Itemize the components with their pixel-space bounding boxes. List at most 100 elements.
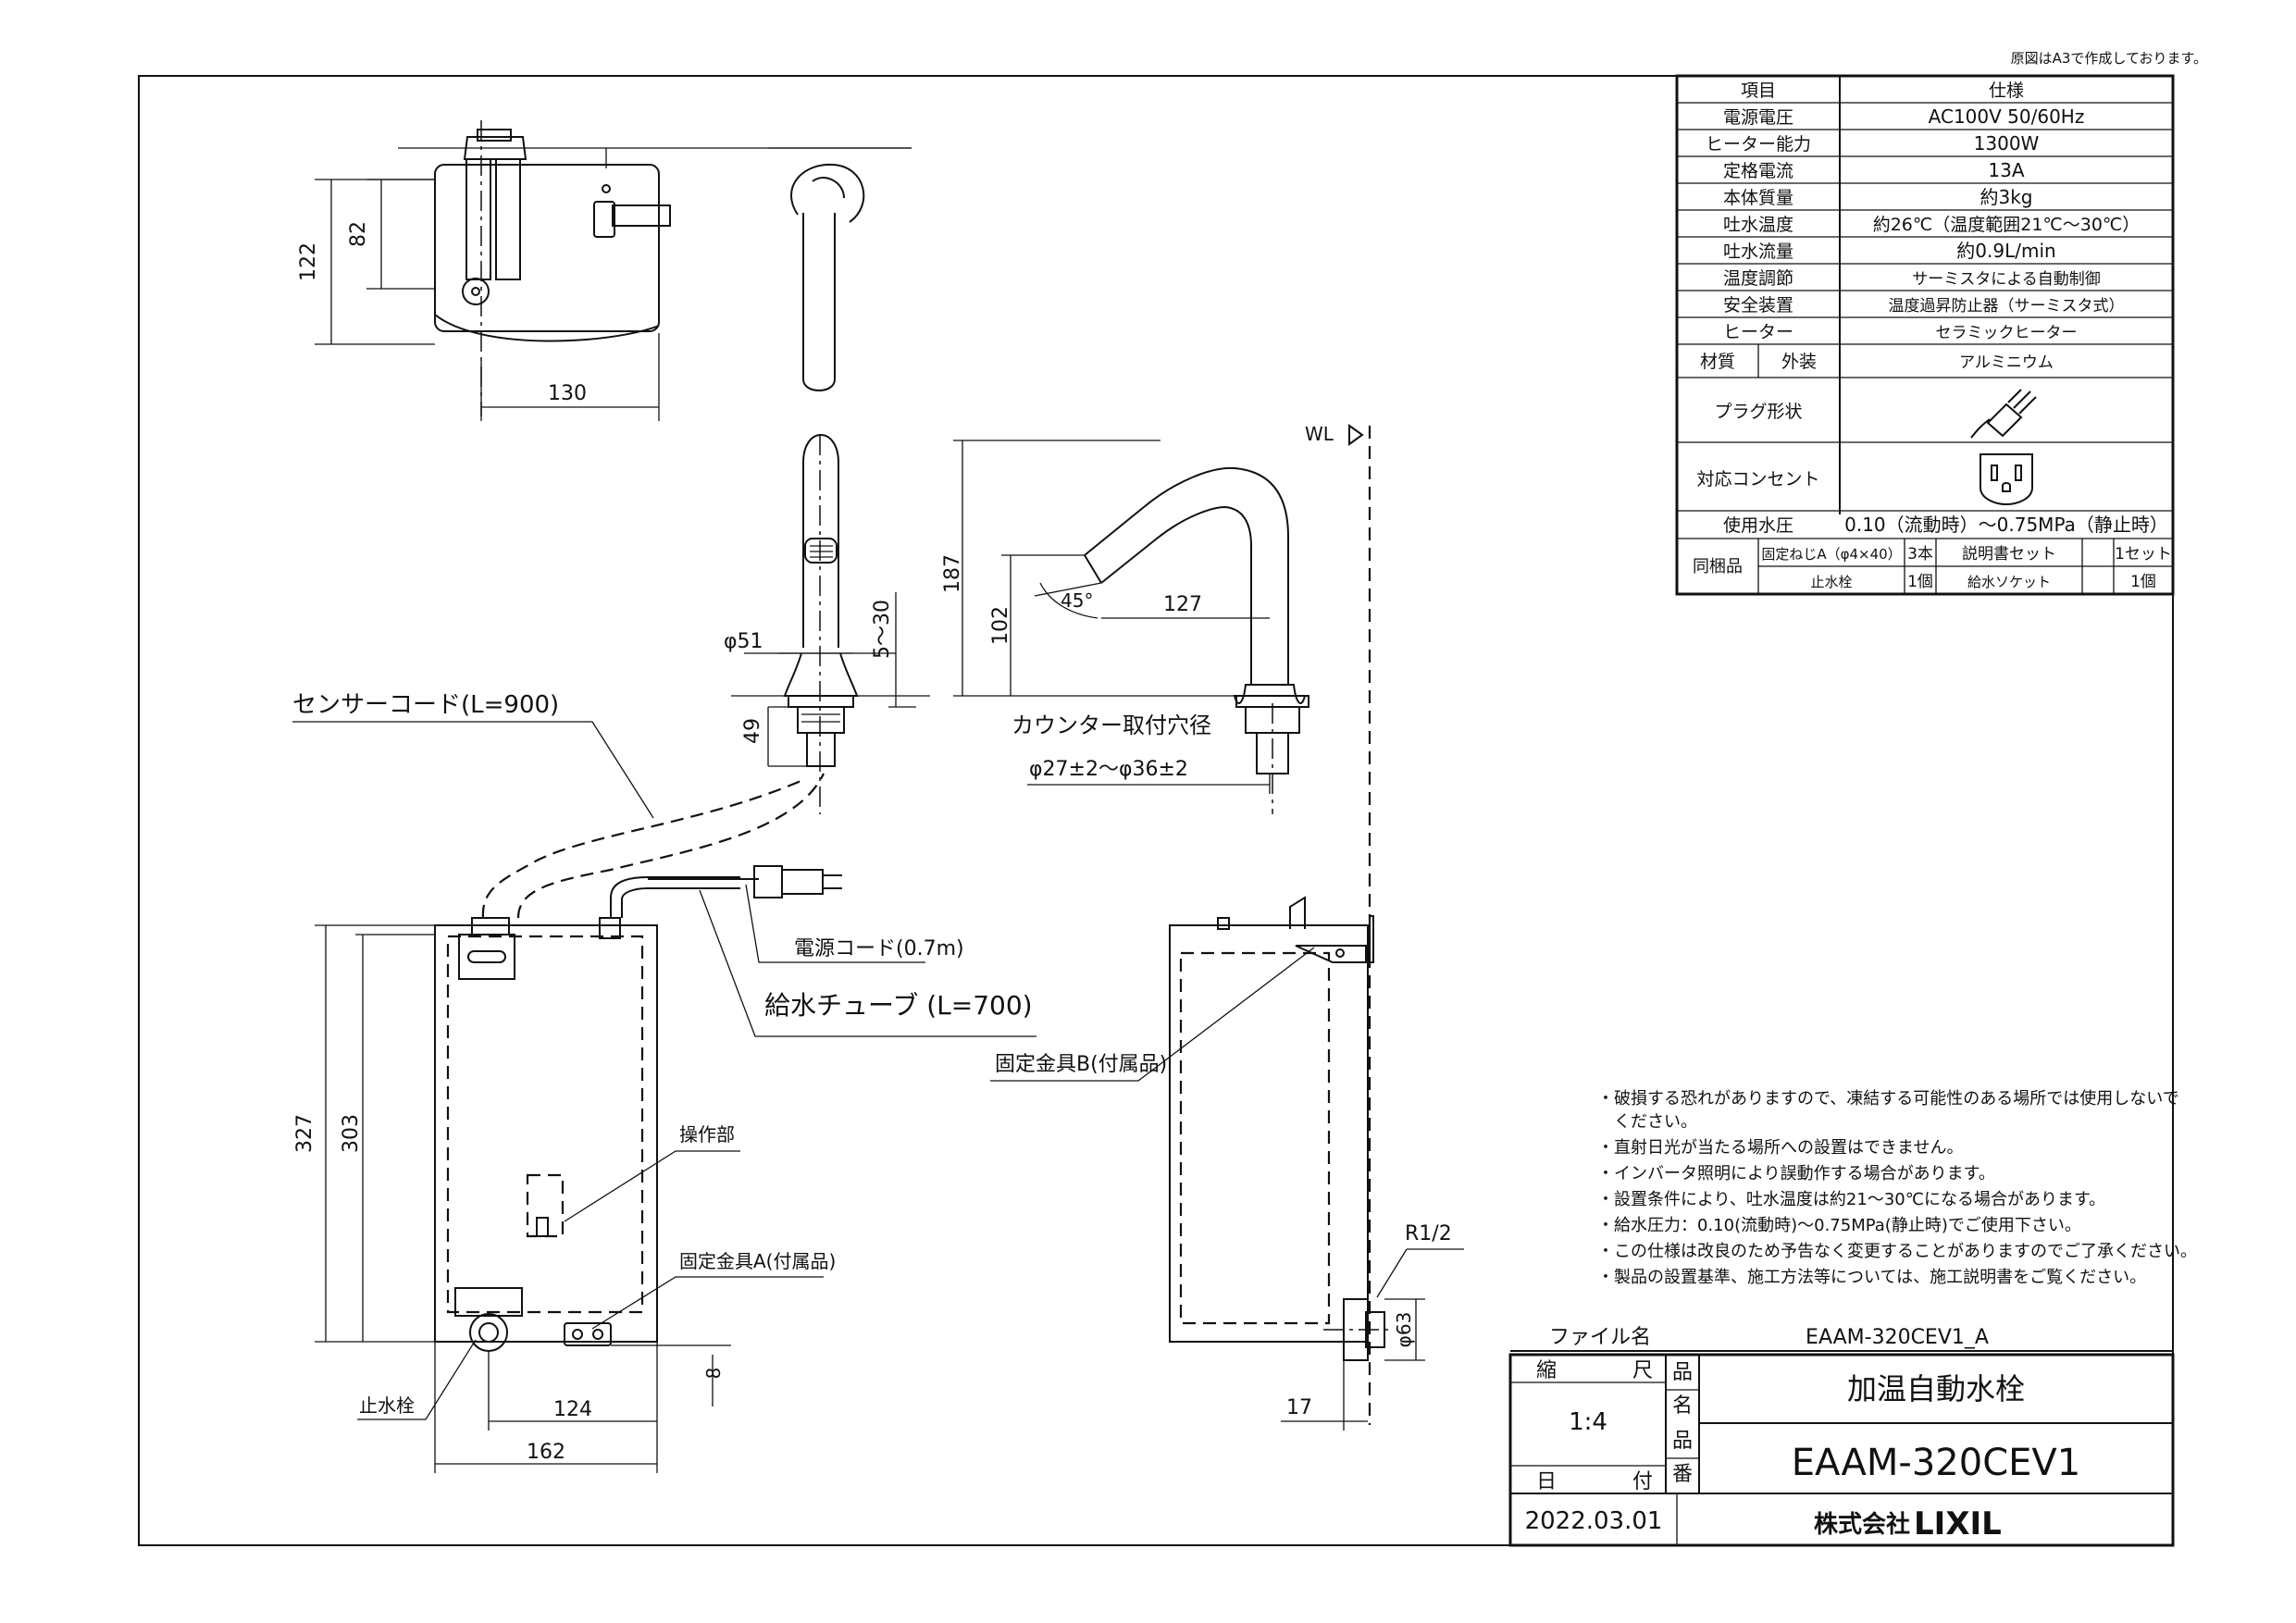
spec-outlet-label: 対応コンセント [1696,469,1819,489]
dim-49: 49 [741,718,764,744]
note-line: ・製品の設置基準、施工方法等については、施工説明書をご覧ください。 [1597,1268,2146,1287]
scale-label-2: 尺 [1632,1359,1653,1382]
brand-logo: LIXIL [1914,1505,2002,1542]
product-name: 加温自動水栓 [1847,1371,2025,1406]
spec-value: 約3kg [1980,186,2032,208]
spec-value: 約0.9L/min [1956,240,2055,262]
r12-label: R1/2 [1405,1222,1452,1245]
spec-label: 本体質量 [1723,188,1793,208]
date-label-1: 日 [1536,1470,1557,1493]
accessory-name: 説明書セット [1962,545,2056,564]
accessory-qty: 1個 [2130,573,2156,591]
hinban-1: 品 [1672,1430,1693,1453]
company-name: 株式会社 [1814,1510,1910,1539]
top-view: 122 82 130 [297,120,912,421]
date-value: 2022.03.01 [1525,1507,1663,1535]
spec-material-label: 材質 [1700,352,1735,372]
file-name: EAAM-320CEV1_A [1806,1326,1989,1349]
scale-value: 1:4 [1569,1408,1607,1436]
spec-label: 電源電圧 [1723,107,1793,128]
spec-label: 温度調節 [1723,268,1793,289]
spec-accessory-label: 同梱品 [1693,557,1743,576]
accessory-qty: 1セット [2115,545,2172,564]
product-code: EAAM-320CEV1 [1792,1442,2080,1484]
stop-valve-label: 止水栓 [359,1394,415,1417]
heater-unit-side: φ63 R1/2 17 [1169,896,1464,1431]
side-view: 187 102 127 45° WL カウンター取付穴径 φ27±2～φ36±2 [941,423,1371,1425]
title-block: ファイル名 EAAM-320CEV1_A 縮 尺 1:4 日 付 2022.03… [1508,1326,2175,1547]
dim-82: 82 [347,221,370,247]
hinmei-1: 品 [1672,1361,1693,1384]
bracket-b-label: 固定金具B(付属品) [995,1053,1167,1076]
wl-label: WL [1305,423,1334,445]
spec-label: ヒーター能力 [1706,134,1811,155]
note-line: ・給水圧力：0.10(流動時)～0.75MPa(静止時)でご使用下さい。 [1597,1216,2081,1235]
spec-pressure-label: 使用水圧 [1723,515,1793,536]
spec-table: 項目 仕様 電源電圧 AC100V 50/60Hz ヒーター能力 1300W 定… [1675,74,2175,596]
outlet-icon [1980,453,2033,506]
sensor-cord-label: センサーコード(L=900) [292,691,559,719]
accessory-name: 止水栓 [1810,574,1852,590]
spec-material-value: アルミニウム [1959,353,2054,372]
counter-hole-dim: φ27±2～φ36±2 [1029,758,1188,781]
notes: ・破損する恐れがありますので、凍結する可能性のある場所では使用しないで ください… [1597,1089,2197,1287]
plug-icon [1970,389,2037,439]
dim-63: φ63 [1393,1312,1415,1348]
spec-col-item: 項目 [1741,81,1776,101]
supply-tube-label: 給水チューブ (L=700) [764,990,1033,1021]
heater-unit-front: 327 303 124 162 8 [293,773,842,1473]
spec-value: 1300W [1974,132,2040,155]
spec-value: 約26℃（温度範囲21℃～30℃） [1873,215,2141,235]
dim-127: 127 [1163,593,1202,616]
spec-value: セラミックヒーター [1936,324,2078,342]
spec-label: 吐水流量 [1723,242,1793,262]
dim-327: 327 [293,1114,316,1153]
note-line: ・インバータ照明により誤動作する場合があります。 [1597,1164,1995,1183]
callouts: センサーコード(L=900) 電源コード(0.7m) 給水チューブ (L=700… [292,691,1315,1420]
spec-pressure-value: 0.10（流動時）～0.75MPa（静止時） [1844,514,2168,536]
date-label-2: 付 [1632,1470,1653,1493]
bracket-a-label: 固定金具A(付属品) [679,1250,836,1272]
spec-value: AC100V 50/60Hz [1929,105,2085,128]
header-note: 原図はA3で作成しております。 [2011,50,2207,67]
dim-162: 162 [527,1441,565,1464]
accessory-name: 固定ねじA（φ4×40） [1761,546,1901,563]
power-cord-label: 電源コード(0.7m) [794,937,964,960]
hinmei-2: 名 [1672,1394,1693,1418]
dim-17: 17 [1286,1396,1312,1419]
spec-label: 吐水温度 [1723,215,1793,235]
spec-label: ヒーター [1723,322,1793,342]
dim-51: φ51 [724,630,763,653]
spec-col-spec: 仕様 [1989,81,2024,101]
dim-124: 124 [553,1398,592,1421]
accessory-name: 給水ソケット [1967,574,2051,590]
spec-material-sub: 外装 [1781,352,1817,372]
spec-value: 温度過昇防止器（サーミスタ式） [1889,297,2125,316]
spec-value: 13A [1988,159,2024,181]
front-view: φ51 5～30 49 [724,434,930,814]
note-line: ・設置条件により、吐水温度は約21～30℃になる場合があります。 [1597,1190,2105,1209]
dim-5-30: 5～30 [871,600,894,659]
note-line: ください。 [1597,1112,1697,1132]
spec-value: サーミスタによる自動制御 [1912,270,2101,289]
accessory-qty: 1個 [1907,573,1933,591]
note-line: ・直射日光が当たる場所への設置はできません。 [1597,1138,1963,1158]
note-line: ・破損する恐れがありますので、凍結する可能性のある場所では使用しないで [1597,1089,2179,1109]
accessory-qty: 3本 [1907,545,1933,564]
dim-303: 303 [340,1114,363,1153]
counter-hole-label: カウンター取付穴径 [1011,712,1211,738]
dim-187: 187 [941,554,964,593]
dim-122: 122 [297,242,320,281]
scale-label-1: 縮 [1536,1359,1557,1382]
spec-plug-label: プラグ形状 [1714,402,1802,422]
file-label: ファイル名 [1549,1326,1651,1349]
hinban-2: 番 [1672,1463,1693,1486]
spec-label: 安全装置 [1723,295,1793,316]
spec-label: 定格電流 [1723,161,1793,181]
operation-label: 操作部 [679,1123,735,1146]
dim-8: 8 [702,1368,725,1380]
drawing-frame [138,75,2174,1546]
dim-45: 45° [1061,589,1093,612]
note-line: ・この仕様は改良のため予告なく変更することがありますのでご了承ください。 [1597,1242,2197,1261]
